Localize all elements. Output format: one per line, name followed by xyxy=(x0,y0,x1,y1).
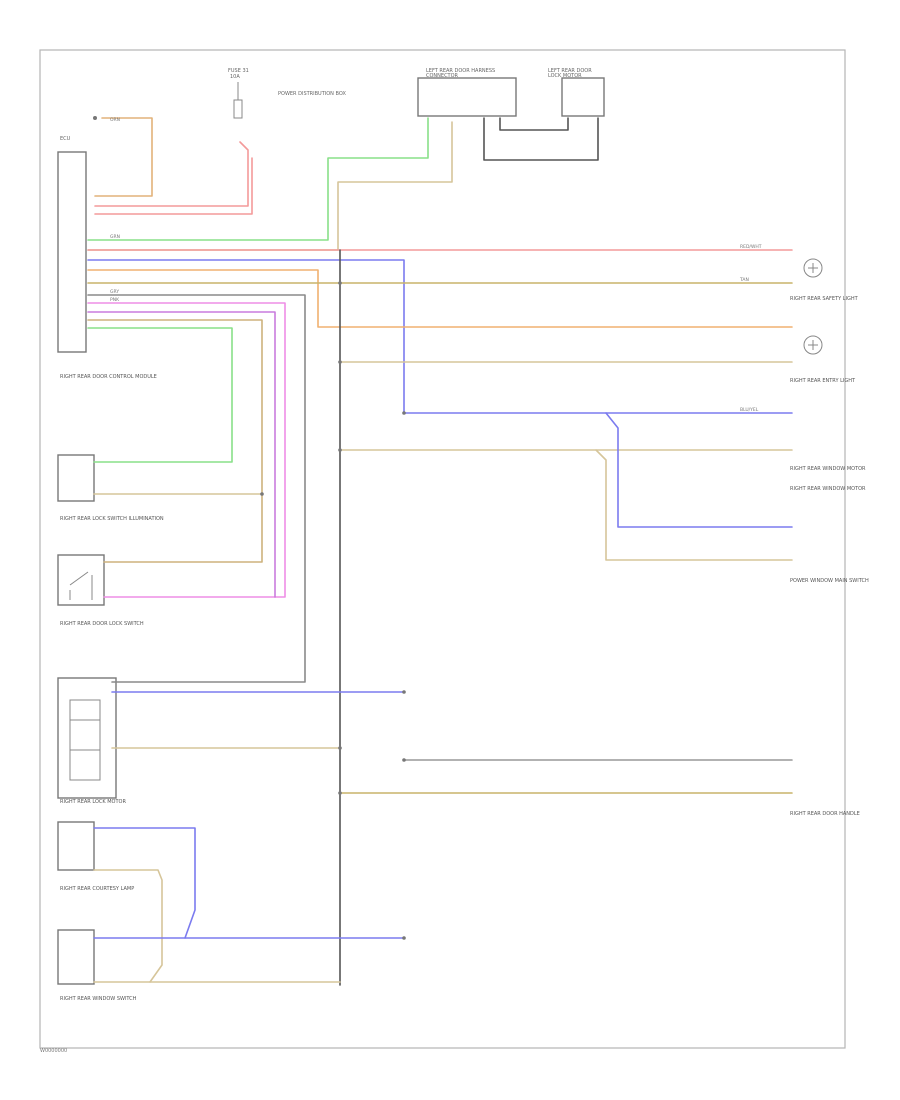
fuse-icon xyxy=(233,82,243,119)
wire-green-illum xyxy=(87,327,233,463)
lock-switch-caption: RIGHT REAR DOOR LOCK SWITCH xyxy=(60,621,144,627)
top-power-label: ECU xyxy=(60,136,71,142)
harness-motor-link xyxy=(483,117,599,161)
footer-code: W0000000 xyxy=(40,1048,67,1054)
courtesy-lamp-caption: RIGHT REAR COURTESY LAMP xyxy=(60,886,134,892)
splice-8 xyxy=(402,690,406,694)
courtesy-lamp-box xyxy=(57,821,95,871)
tag-blue: BLU/YEL xyxy=(740,407,759,413)
window-switch-caption: RIGHT REAR WINDOW SWITCH xyxy=(60,996,137,1002)
entry-light-label: RIGHT REAR ENTRY LIGHT xyxy=(790,378,856,384)
wire-gray xyxy=(87,294,306,683)
door-module-box xyxy=(57,151,87,353)
wire-orange-long xyxy=(87,269,793,328)
tag-green: GRN xyxy=(110,234,120,240)
lock-switch-box xyxy=(57,554,105,606)
splice-6 xyxy=(338,746,342,750)
safety-light-label: RIGHT REAR SAFETY LIGHT xyxy=(790,296,859,302)
door-module-caption: RIGHT REAR DOOR CONTROL MODULE xyxy=(60,374,157,380)
splice-5 xyxy=(260,492,264,496)
tag-tan: TAN xyxy=(739,277,749,283)
wire-orange xyxy=(94,117,153,197)
entry-lamp-icon xyxy=(803,335,823,355)
tag-gray: GRY xyxy=(110,289,119,295)
splice-3 xyxy=(338,448,342,452)
battery-dot xyxy=(93,116,97,120)
splice-7 xyxy=(338,791,342,795)
motor-icon xyxy=(69,699,101,781)
tag-orange: ORN xyxy=(110,117,120,123)
switch-icon xyxy=(69,571,93,600)
tag-red: RED/WHT xyxy=(740,244,762,250)
power-window-label: POWER WINDOW MAIN SWITCH xyxy=(790,578,869,584)
door-handle-label: RIGHT REAR DOOR HANDLE xyxy=(790,811,860,817)
splice-10 xyxy=(402,936,406,940)
wire-red-1 xyxy=(94,141,249,207)
left-harness-sub: CONNECTOR xyxy=(426,73,459,79)
window-motor-label-2: RIGHT REAR WINDOW MOTOR xyxy=(790,486,866,492)
left-harness-label: LEFT REAR DOOR HARNESS xyxy=(426,68,495,74)
wire-tan-switch xyxy=(87,319,263,563)
wire-courtesy-blue xyxy=(93,827,196,939)
tag-pink: PNK xyxy=(110,297,120,303)
fuse-side-label: POWER DISTRIBUTION BOX xyxy=(278,91,346,97)
wire-red-2 xyxy=(94,157,253,215)
left-lock-motor-box xyxy=(561,77,605,117)
splice-1 xyxy=(338,281,342,285)
splice-9 xyxy=(402,758,406,762)
lock-switch-illum-caption: RIGHT REAR LOCK SWITCH ILLUMINATION xyxy=(60,516,164,522)
wire-courtesy-tan xyxy=(93,869,163,983)
diagram-frame xyxy=(39,49,846,1049)
entry-lamp-filament xyxy=(808,340,818,350)
wire-magenta xyxy=(87,311,276,598)
safety-lamp-filament xyxy=(808,263,818,273)
left-lock-motor-sub: LOCK MOTOR xyxy=(548,73,582,79)
harness-motor-link-b xyxy=(499,117,569,131)
window-motor-label: RIGHT REAR WINDOW MOTOR xyxy=(790,466,866,472)
wire-pink xyxy=(87,302,286,598)
wire-blue-long xyxy=(87,259,793,414)
window-switch-box xyxy=(57,929,95,985)
splice-4 xyxy=(402,411,406,415)
wire-tan-3 xyxy=(339,449,793,561)
left-harness-connector xyxy=(417,77,517,117)
safety-lamp-icon xyxy=(803,258,823,278)
fuse-sub: 10A xyxy=(230,74,240,80)
fuse-label: FUSE 31 xyxy=(228,68,249,74)
lock-motor-caption: RIGHT REAR LOCK MOTOR xyxy=(60,799,126,805)
splice-2 xyxy=(338,360,342,364)
left-lock-motor-label: LEFT REAR DOOR xyxy=(548,68,592,74)
wire-blue-2 xyxy=(605,412,793,528)
wire-tan-top xyxy=(87,121,453,251)
lock-switch-illum-box xyxy=(57,454,95,502)
lock-motor-box xyxy=(57,677,117,799)
wire-green xyxy=(87,117,429,241)
